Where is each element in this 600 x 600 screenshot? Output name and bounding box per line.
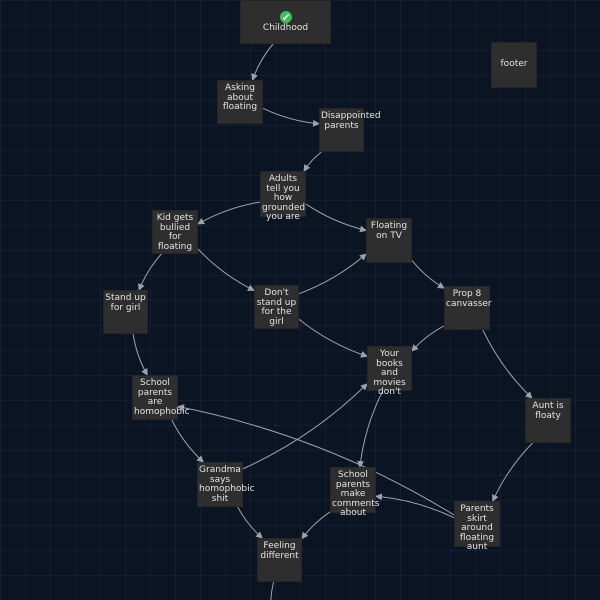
edge-adults-to-bullied — [197, 201, 261, 225]
node-kid-gets-bullied[interactable]: Kid gets bullied for floating — [152, 210, 198, 254]
node-label: School parents make comments about — [332, 470, 380, 518]
node-school-parents-homophobic[interactable]: School parents are homophobic — [132, 375, 190, 420]
edge-dontstand-to-floatingtv — [298, 253, 367, 295]
node-childhood[interactable]: Childhood — [240, 0, 331, 44]
node-dont-stand-up[interactable]: Don't stand up for the girl — [254, 285, 299, 329]
node-label: Don't stand up for the girl — [256, 288, 297, 327]
node-floating-on-tv[interactable]: Floating on TV — [366, 218, 412, 263]
node-label: Adults tell you how grounded you are — [262, 174, 306, 222]
node-label: Asking about floating — [222, 83, 258, 112]
edge-grandma-to-feeling — [237, 506, 263, 539]
edge-adults-to-floatingtv — [305, 203, 367, 233]
node-adults-tell-you[interactable]: Adults tell you how grounded you are — [260, 171, 306, 222]
rocket-icon — [279, 11, 292, 23]
node-aunt-is-floaty[interactable]: Aunt is floaty — [525, 398, 571, 443]
edge-childhood-to-asking — [251, 43, 274, 81]
node-school-parents-make-comments[interactable]: School parents make comments about — [330, 467, 379, 518]
node-label: Grandma says homophobic shit — [199, 465, 255, 504]
node-label: Childhood — [262, 23, 309, 33]
node-parents-skirt-around[interactable]: Parents skirt around floating aunt — [454, 501, 500, 552]
node-label: Aunt is floaty — [532, 401, 564, 421]
edge-grandma-to-books — [242, 383, 368, 470]
node-label: Prop 8 canvasser — [446, 289, 492, 309]
node-label: School parents are homophobic — [134, 378, 190, 417]
edge-standup-to-schoolhomo — [132, 333, 148, 376]
node-stand-up-for-girl[interactable]: Stand up for girl — [103, 290, 148, 334]
node-prop-8-canvasser[interactable]: Prop 8 canvasser — [444, 286, 492, 330]
node-grandma-says[interactable]: Grandma says homophobic shit — [197, 462, 255, 507]
node-label: Feeling different — [260, 541, 299, 561]
edge-prop8-to-books — [411, 325, 445, 352]
node-label: Disappointed parents — [321, 111, 381, 131]
node-footer[interactable]: footer — [491, 42, 537, 88]
edge-schoolhomo-to-grandma — [171, 419, 204, 463]
node-your-books-and-movies[interactable]: Your books and movies don't — [367, 346, 412, 397]
node-label: footer — [500, 59, 528, 69]
node-disappointed-parents[interactable]: Disappointed parents — [319, 108, 381, 152]
edge-feeling-to-offscreen — [270, 581, 274, 600]
edge-bullied-to-dontstand — [197, 248, 255, 291]
edge-disappointed-to-adults — [303, 151, 322, 172]
node-label: Your books and movies don't — [373, 349, 406, 397]
node-label: Parents skirt around floating aunt — [459, 504, 495, 552]
node-asking-about-floating[interactable]: Asking about floating — [217, 80, 263, 124]
node-label: Floating on TV — [370, 221, 408, 241]
edge-asking-to-disappointed — [262, 107, 320, 127]
node-feeling-different[interactable]: Feeling different — [257, 538, 302, 582]
edge-bullied-to-standup — [138, 253, 162, 291]
edge-schoolcomments-to-feeling — [301, 511, 331, 540]
edge-skirt-to-schoolcomments — [375, 493, 455, 519]
edge-dontstand-to-books — [298, 318, 368, 358]
edge-prop8-to-aunt — [482, 329, 533, 399]
node-label: Stand up for girl — [105, 293, 146, 313]
edge-aunt-to-skirt — [492, 442, 533, 502]
edge-floatingtv-to-prop8 — [411, 260, 445, 289]
edge-books-to-schoolcomments — [357, 390, 384, 468]
node-label: Kid gets bullied for floating — [156, 213, 194, 252]
